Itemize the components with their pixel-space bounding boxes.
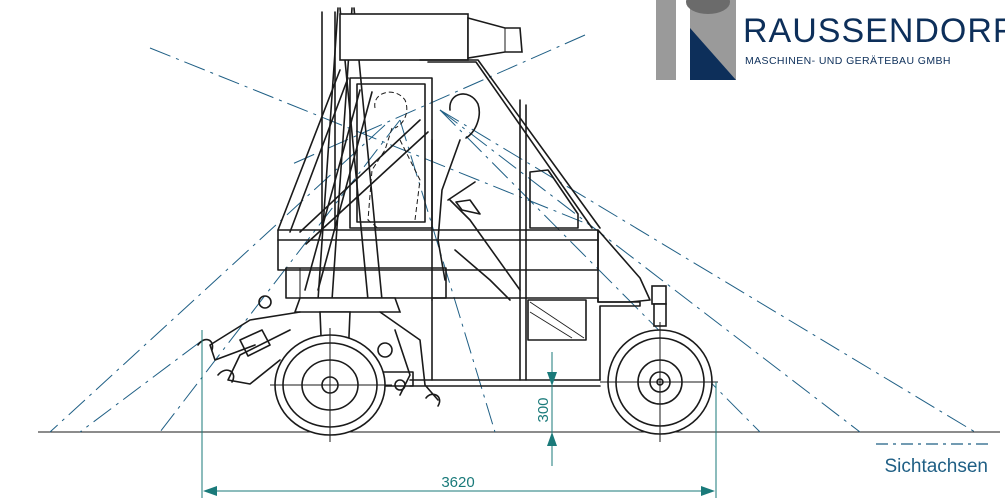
driver-figures [367,91,521,301]
cab [349,59,601,381]
logo-navy-wedge [690,28,736,80]
dimension-ground-clearance: 300 [535,352,557,466]
legend: Sichtachsen [876,443,988,477]
dimension-wheelbase: 3620 [201,330,717,498]
sight-axis-4 [439,109,976,433]
sight-axes [49,34,976,433]
brand-name: RAUSSENDORF [743,12,1005,50]
sight-axis-7 [159,119,401,433]
sight-axis-2 [289,34,586,166]
rear-attachment [197,295,441,407]
sight-axis-3 [439,109,861,433]
sight-axis-8 [49,124,386,433]
legend-label: Sichtachsen [884,456,988,477]
brand-tagline: MASCHINEN- UND GERÄTEBAU GMBH [745,55,951,67]
front-wheel [600,285,718,442]
ground-clearance-value: 300 [535,397,552,422]
sight-axis-1 [149,47,591,226]
wheelbase-value: 3620 [441,474,474,491]
sight-axis-9 [79,341,201,433]
rear-wheel [270,328,392,442]
brand-logo: RAUSSENDORF MASCHINEN- UND GERÄTEBAU GMB… [656,0,1005,80]
roof-beacon [339,13,523,61]
